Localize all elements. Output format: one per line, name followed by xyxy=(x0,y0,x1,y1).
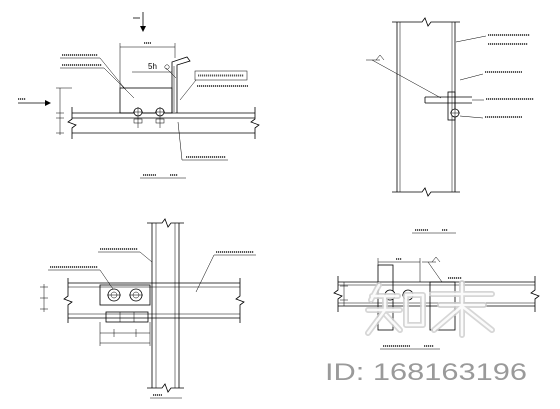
weld-leader xyxy=(427,261,443,283)
column-break-mark xyxy=(147,218,184,228)
stiffener-plate xyxy=(447,91,456,121)
weld-flag-icon xyxy=(431,256,441,263)
leader-line xyxy=(179,79,197,101)
beam-break-mark xyxy=(63,278,73,323)
leader-line xyxy=(455,35,487,43)
detail-bottom-right xyxy=(333,256,540,350)
leader-line xyxy=(459,73,484,81)
beam-break-mark xyxy=(235,278,245,323)
beam-break-mark xyxy=(250,107,260,139)
bolt xyxy=(107,288,121,302)
bolt xyxy=(133,107,143,128)
leader-line xyxy=(60,57,127,91)
beam-break-mark xyxy=(333,276,343,312)
column-break-mark xyxy=(147,383,184,393)
detail-bottom-left xyxy=(40,218,256,399)
splice-plate xyxy=(99,284,151,306)
weld-leader xyxy=(371,59,442,99)
bolt xyxy=(450,108,460,118)
bottom-plate xyxy=(105,311,149,323)
leader-line xyxy=(177,121,228,161)
detail-top-right xyxy=(366,17,534,234)
section-arrow-head xyxy=(45,100,51,106)
weld-leader xyxy=(165,67,177,79)
leader-line xyxy=(60,67,135,99)
bolt xyxy=(155,107,165,128)
bolt xyxy=(129,288,143,302)
section-arrow-head xyxy=(140,26,146,32)
watermark-id-text: ID: 168163196 xyxy=(325,359,527,386)
angle-bracket xyxy=(171,56,191,113)
leader-line xyxy=(195,254,256,293)
column-break-mark xyxy=(392,17,460,27)
leader-line xyxy=(98,251,153,263)
watermark-logo xyxy=(365,280,495,338)
watermark-glyph-mo xyxy=(429,280,495,338)
watermark-glyph-zhi xyxy=(365,282,426,336)
weld-size-label: 5h xyxy=(148,62,157,71)
column-break-mark xyxy=(392,187,460,197)
label-box xyxy=(194,70,248,81)
beam-break-mark xyxy=(530,276,540,312)
weld-circle-icon xyxy=(164,64,170,70)
weld-flag-icon xyxy=(375,54,385,61)
leader-line xyxy=(459,115,484,119)
beam-break-mark xyxy=(67,107,77,139)
leader-line xyxy=(48,269,114,290)
detail-top-left: 5h xyxy=(18,12,260,179)
